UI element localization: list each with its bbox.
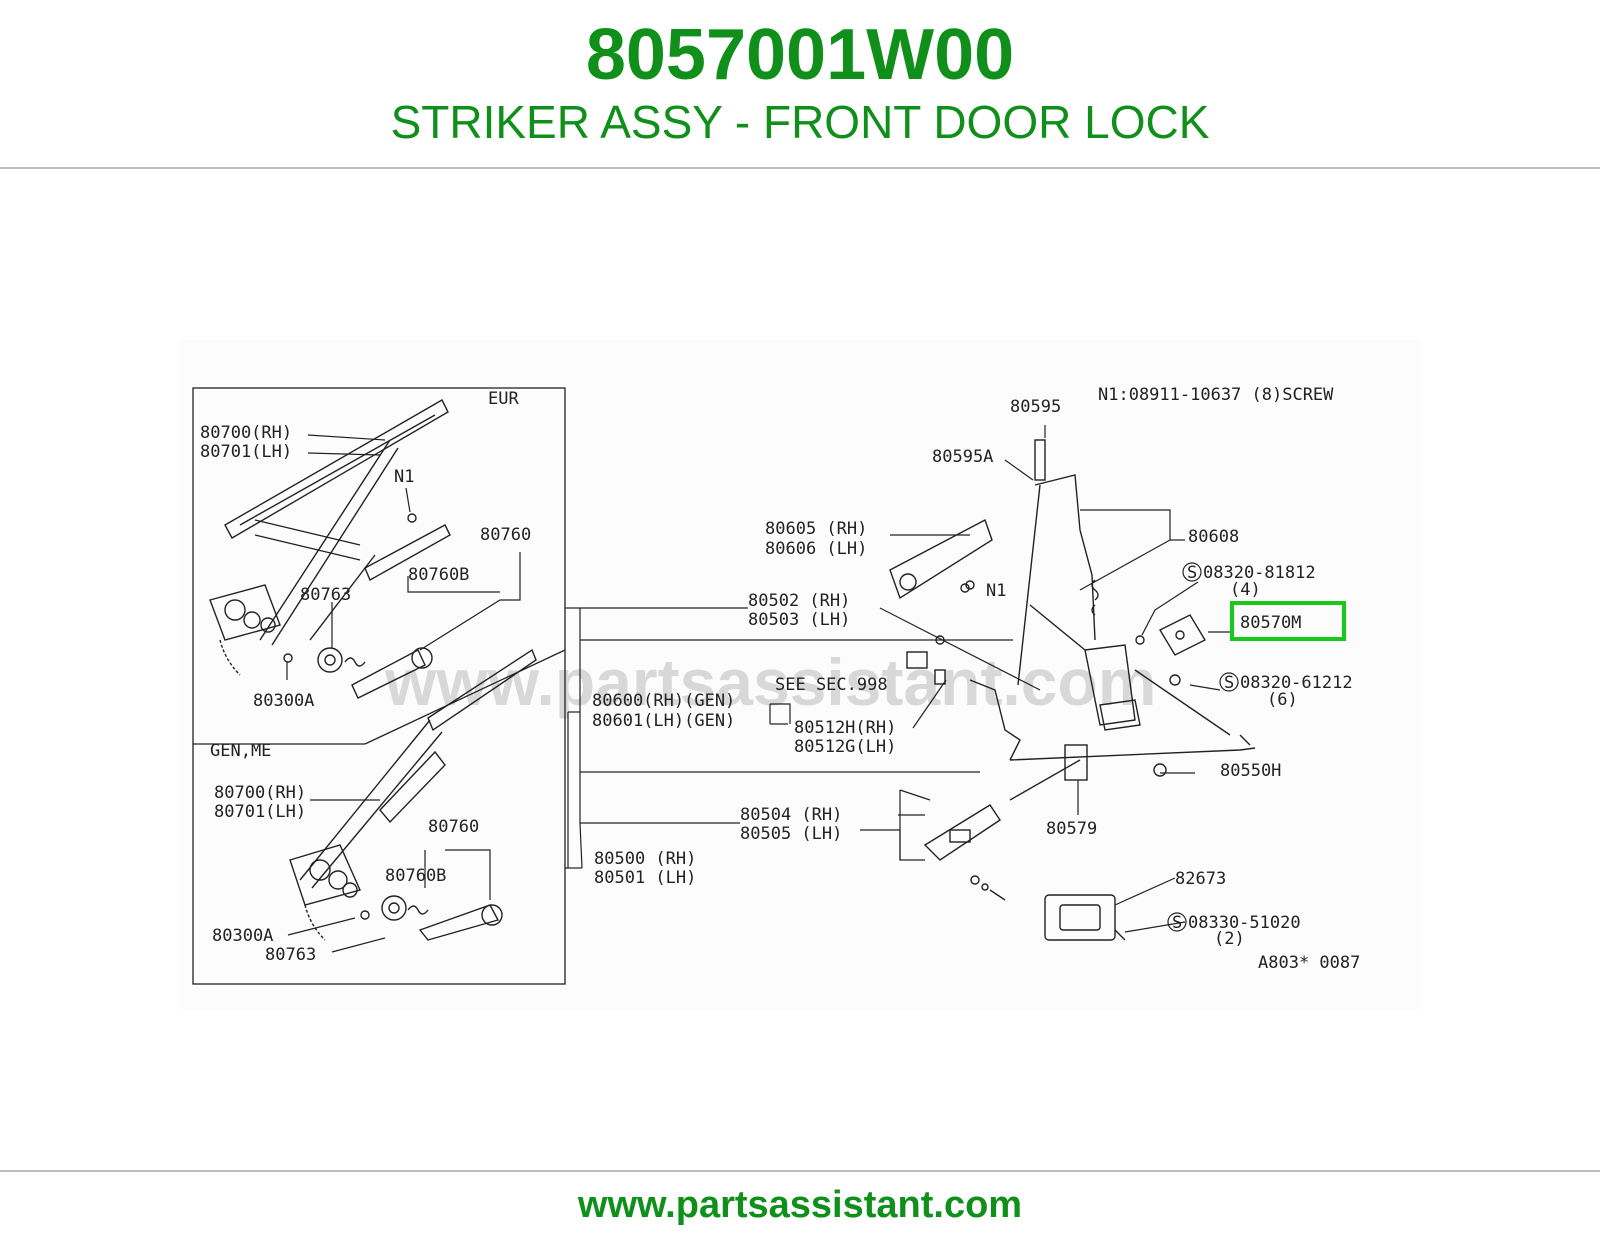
label-80550h: 80550H <box>1220 761 1281 781</box>
svg-text:S: S <box>1187 563 1197 583</box>
label-80600: 80600(RH)(GEN) <box>592 691 735 711</box>
label-08330-51020: 08330-51020 <box>1188 913 1301 933</box>
parts-diagram: www.partsassistant.com <box>180 340 1420 1010</box>
part-description: STRIKER ASSY - FRONT DOOR LOCK <box>390 96 1210 148</box>
target-part-highlight <box>1230 601 1346 641</box>
label-eur-n1: N1 <box>394 467 414 487</box>
label-80605: 80605 (RH) <box>765 519 867 539</box>
label-80606: 80606 (LH) <box>765 539 867 559</box>
page-header: 8057001W00 STRIKER ASSY - FRONT DOOR LOC… <box>0 0 1600 168</box>
label-80601: 80601(LH)(GEN) <box>592 711 735 731</box>
leader-lines <box>286 425 1230 953</box>
footer-url-link[interactable]: www.partsassistant.com <box>577 1184 1023 1226</box>
label-eur-80760b: 80760B <box>408 565 469 585</box>
label-08320-81812: 08320-81812 <box>1203 563 1316 583</box>
s-circle-icon <box>1219 672 1239 692</box>
eur-regulator-drawing <box>209 399 451 699</box>
label-80501: 80501 (LH) <box>594 868 696 888</box>
label-see-sec-998: SEE SEC.998 <box>775 675 888 695</box>
label-80504: 80504 (RH) <box>740 805 842 825</box>
label-qty-4: (4) <box>1230 580 1261 600</box>
label-80570m: 80570M <box>1240 613 1301 633</box>
label-eur: EUR <box>488 389 519 409</box>
part-number: 8057001W00 <box>585 15 1015 95</box>
svg-text:S: S <box>1172 913 1182 933</box>
label-gen-80701: 80701(LH) <box>214 802 306 822</box>
header-divider <box>0 167 1600 169</box>
label-80500: 80500 (RH) <box>594 849 696 869</box>
parts-diagram-svg: www.partsassistant.com <box>192 385 1360 985</box>
s-circle-icon <box>1182 562 1202 582</box>
label-80595: 80595 <box>1010 397 1061 417</box>
label-80512g: 80512G(LH) <box>794 737 896 757</box>
label-80505: 80505 (LH) <box>740 824 842 844</box>
label-gen-80300a: 80300A <box>212 926 273 946</box>
label-80595a: 80595A <box>932 447 993 467</box>
left-inset-frames <box>192 387 566 985</box>
label-80579: 80579 <box>1046 819 1097 839</box>
label-80512h: 80512H(RH) <box>794 718 896 738</box>
label-eur-80300a: 80300A <box>253 691 314 711</box>
s-circle-letters: S S S <box>1172 563 1234 933</box>
label-ref-code: A803* 0087 <box>1258 953 1360 973</box>
label-gen-80760: 80760 <box>428 817 479 837</box>
label-gen-80700: 80700(RH) <box>214 783 306 803</box>
label-82673: 82673 <box>1175 869 1226 889</box>
label-eur-80760: 80760 <box>480 525 531 545</box>
label-eur-80701: 80701(LH) <box>200 442 292 462</box>
label-80502: 80502 (RH) <box>748 591 850 611</box>
label-qty-2: (2) <box>1214 929 1245 949</box>
label-08320-61212: 08320-61212 <box>1240 673 1353 693</box>
label-eur-80700: 80700(RH) <box>200 423 292 443</box>
standard-part-symbols <box>1167 562 1239 932</box>
footer-divider <box>0 1170 1600 1172</box>
label-gen-me: GEN,ME <box>210 741 271 761</box>
label-80503: 80503 (LH) <box>748 610 850 630</box>
label-gen-80760b: 80760B <box>385 866 446 886</box>
label-n1-note: N1:08911-10637 (8)SCREW <box>1098 385 1334 405</box>
label-n1-small: N1 <box>986 581 1006 601</box>
door-lock-drawing <box>889 439 1256 941</box>
label-80608: 80608 <box>1188 527 1239 547</box>
svg-text:S: S <box>1224 673 1234 693</box>
label-gen-80763: 80763 <box>265 945 316 965</box>
label-qty-6: (6) <box>1267 690 1298 710</box>
s-circle-icon <box>1167 912 1187 932</box>
label-eur-80763: 80763 <box>300 585 351 605</box>
